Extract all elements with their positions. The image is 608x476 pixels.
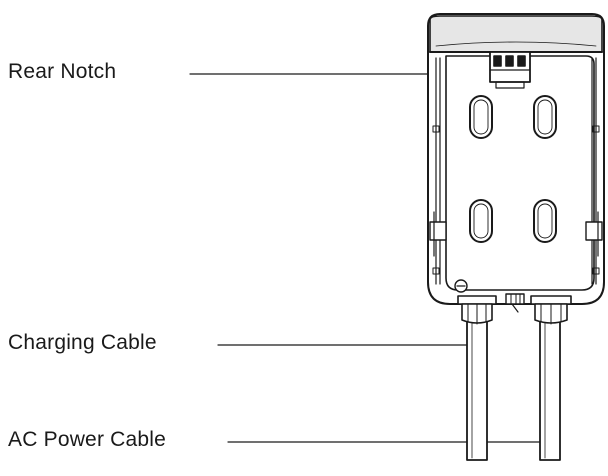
ac-power-cable [539,317,561,461]
center-fitting [505,293,525,313]
charging-cable-label: Charging Cable [8,331,157,354]
mounting-slot-bottom-left [469,199,493,243]
screw-icon [454,279,468,293]
mounting-slot-top-left [469,95,493,139]
mounting-slot-top-right [533,95,557,139]
charging-cable [466,317,488,461]
mounting-slot-bottom-right [533,199,557,243]
rear-notch [489,51,531,89]
right-cable-gland [530,295,572,325]
left-cable-gland [457,295,497,325]
rear-notch-label: Rear Notch [8,60,117,83]
back-plate [429,55,603,291]
ac-power-cable-label: AC Power Cable [8,428,167,451]
top-cap [429,15,603,53]
